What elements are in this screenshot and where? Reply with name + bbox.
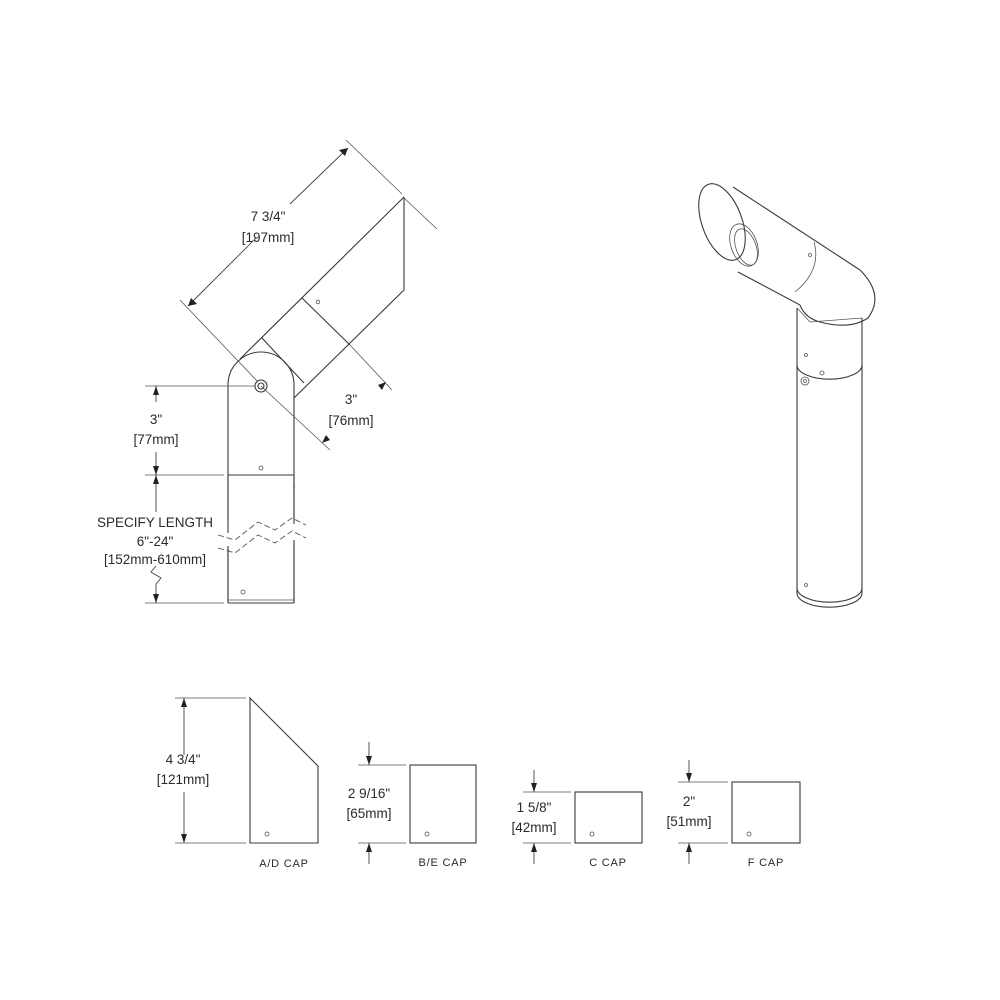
cap-b-e-metric: [65mm]	[346, 806, 391, 821]
dim-shroud-diameter: 3" [76mm]	[260, 344, 393, 451]
cap-a-d-metric: [121mm]	[157, 772, 210, 787]
cap-c-imperial: 1 5/8"	[517, 800, 552, 815]
dim-pivot-height-imperial: 3"	[150, 412, 163, 427]
cap-a-d-label: A/D CAP	[259, 858, 309, 870]
cap-c-label: C CAP	[589, 857, 627, 869]
cap-b-e-imperial: 2 9/16"	[348, 786, 391, 801]
cap-a-d: 4 3/4" [121mm] A/D CAP	[157, 696, 319, 870]
dim-pivot-height-metric: [77mm]	[133, 432, 178, 447]
cap-c: 1 5/8" [42mm] C CAP	[511, 770, 643, 869]
post	[217, 351, 307, 604]
cap-b-e-label: B/E CAP	[418, 857, 467, 869]
cap-f-imperial: 2"	[683, 794, 696, 809]
dim-overall-length-imperial: 7 3/4"	[251, 209, 286, 224]
dim-overall-length-metric: [197mm]	[242, 230, 295, 245]
dim-stem-length: SPECIFY LENGTH 6"-24" [152mm-610mm]	[97, 475, 224, 604]
cap-a-d-imperial: 4 3/4"	[166, 752, 201, 767]
caps: 4 3/4" [121mm] A/D CAP 2 9/16" [65mm] B/…	[157, 696, 801, 870]
dim-shroud-diameter-imperial: 3"	[345, 392, 358, 407]
isometric-view	[698, 183, 876, 608]
cap-f: 2" [51mm] F CAP	[666, 760, 801, 869]
dim-overall-length: 7 3/4" [197mm]	[179, 139, 438, 383]
dim-pivot-height: 3" [77mm]	[133, 385, 255, 476]
cap-b-e: 2 9/16" [65mm] B/E CAP	[346, 742, 477, 869]
dim-stem-length-metric: [152mm-610mm]	[104, 552, 206, 567]
shroud	[239, 196, 405, 399]
dim-shroud-diameter-metric: [76mm]	[328, 413, 373, 428]
side-view: 7 3/4" [197mm] 3" [76mm] 3" [77mm]	[97, 139, 438, 604]
cap-f-label: F CAP	[748, 857, 784, 869]
dim-stem-length-imperial: 6"-24"	[137, 534, 174, 549]
dim-stem-length-label: SPECIFY LENGTH	[97, 515, 213, 530]
cap-c-metric: [42mm]	[511, 820, 556, 835]
cap-f-metric: [51mm]	[666, 814, 711, 829]
